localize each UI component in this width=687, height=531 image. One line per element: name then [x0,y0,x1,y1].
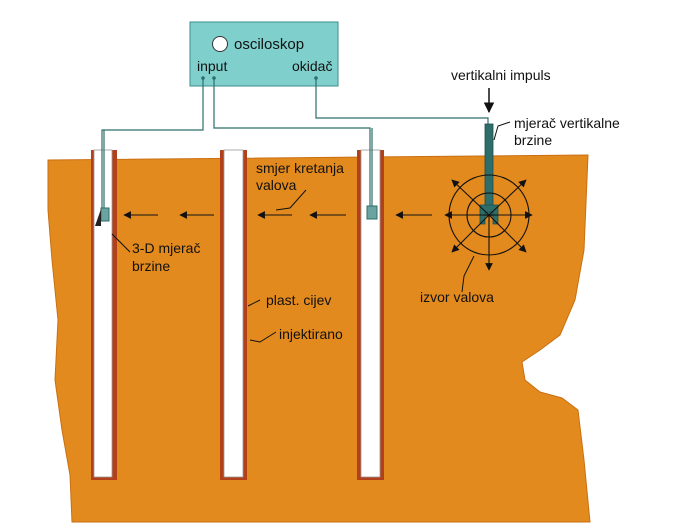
wave-direction-label-2: valova [256,177,297,193]
receiver-borehole-3 [366,205,378,220]
leader-plastic-pipe [247,299,261,307]
vertical-impulse-label: vertikalni impuls [451,67,551,83]
wave-direction-label-1: smjer kretanja [256,160,344,176]
plastic-pipe-label: plast. cijev [266,292,331,308]
wave-source-label: izvor valova [420,289,494,305]
leader-wave-direction [275,189,307,211]
grouted-label: injektirano [279,326,343,342]
meter-3d-label-1: 3-D mjerač [132,240,200,256]
leader-grouted [249,331,277,343]
receiver-borehole-1-wedge [95,209,101,226]
cable-borehole-3 [213,78,371,208]
borehole-1-pipe [93,149,113,478]
vertical-meter-label-1: mjerač vertikalne [514,115,620,131]
cable-trigger [315,78,489,126]
leader-vertical-meter [493,121,511,141]
meter-3d-label-2: brzine [132,258,170,274]
input-label: input [197,58,227,74]
wave-source-icon [444,174,533,271]
borehole-2-pipe [223,149,244,478]
oscilloscope-label: osciloskop [234,36,304,53]
vertical-meter-label-2: brzine [514,132,552,148]
oscilloscope-box [189,21,339,87]
cable-borehole-1 [101,78,204,208]
leader-3d-meter [111,233,131,253]
receiver-borehole-1 [100,207,110,222]
leader-wave-source [461,255,475,293]
impulse-rod [484,123,494,217]
oscilloscope-knob-icon [212,36,228,52]
trigger-label: okidač [292,58,332,74]
